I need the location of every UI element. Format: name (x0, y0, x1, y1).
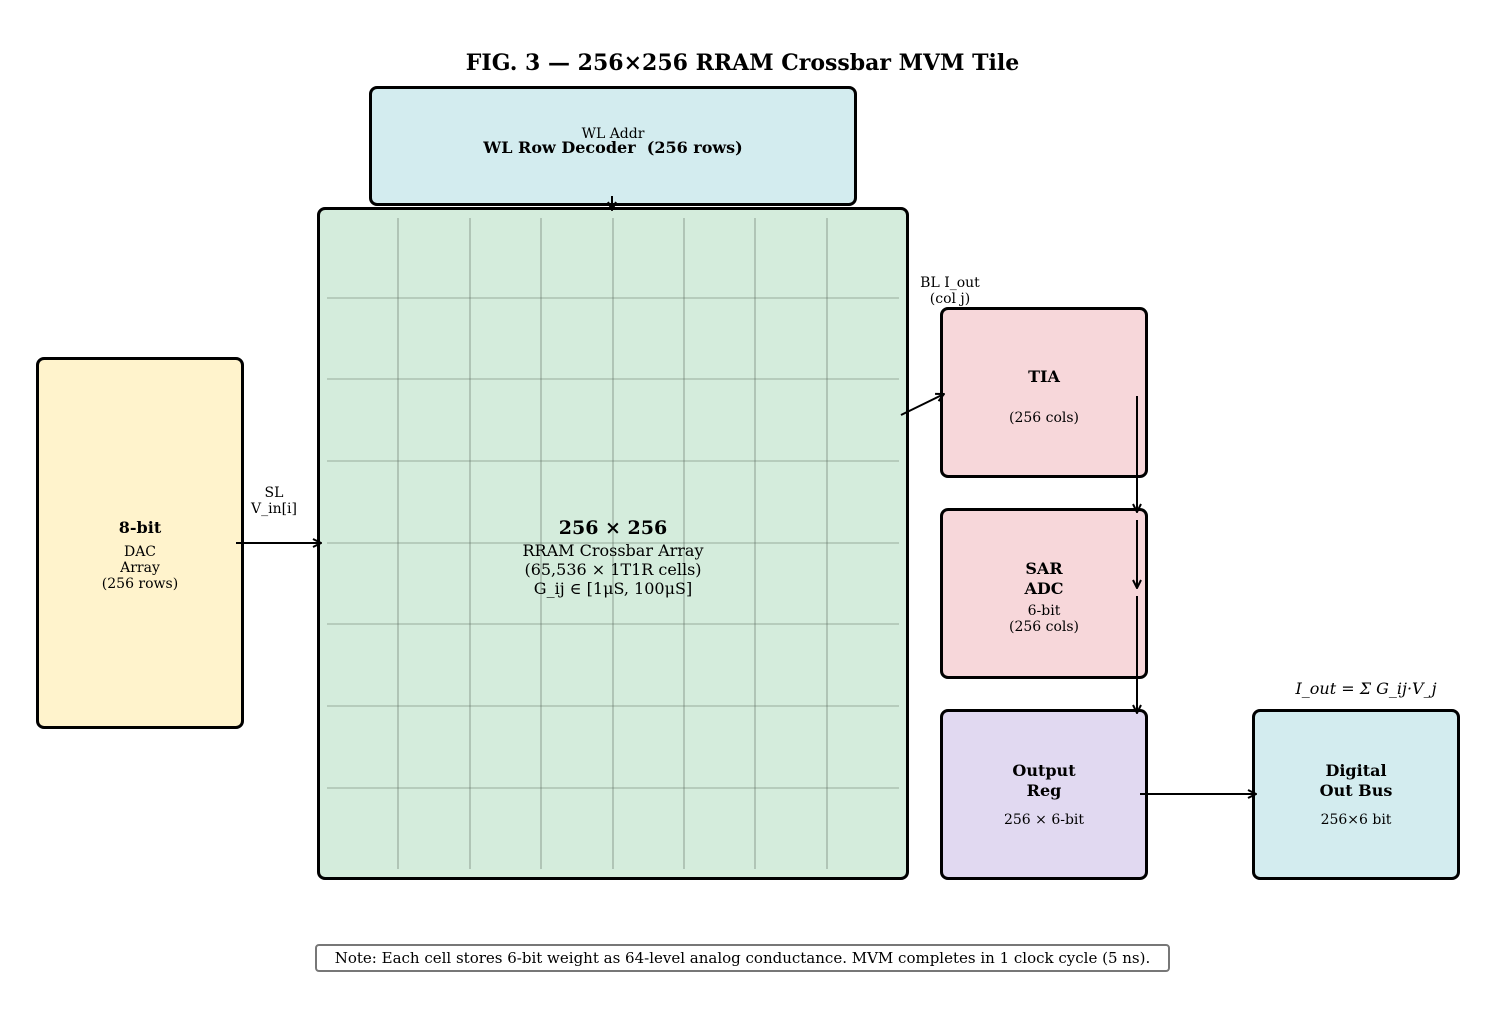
output-reg-label-2: Reg (1026, 781, 1062, 800)
sl-label-line2: V_in[i] (250, 501, 297, 517)
array-name-label: RRAM Crossbar Array (522, 541, 704, 560)
adc-sar-label: SAR (1025, 559, 1063, 578)
dac-bits-label: 8-bit (118, 518, 162, 537)
bus-label-2: Out Bus (1319, 781, 1393, 800)
mvm-equation: I_out = Σ G_ij·V_j (1295, 679, 1437, 698)
output-reg-label-1: Output (1012, 761, 1076, 780)
array-conductance-label: G_ij ∈ [1μS, 100μS] (533, 579, 693, 598)
wl-addr-label: WL Addr (581, 126, 645, 142)
bus-label-1: Digital (1325, 761, 1387, 780)
dac-array-label: Array (120, 560, 160, 576)
wl-row-decoder-label: WL Row Decoder (256 rows) (483, 138, 743, 157)
bl-label-line2: (col j) (929, 291, 971, 307)
sl-label-line1: SL (264, 485, 284, 501)
rram-crossbar-array-block: 256 × 256 RRAM Crossbar Array (65,536 × … (317, 207, 909, 880)
bus-width-label: 256×6 bit (1320, 812, 1392, 828)
dac-label: DAC (123, 544, 157, 560)
bl-label-line1: BL I_out (920, 275, 980, 291)
figure-title: FIG. 3 — 256×256 RRAM Crossbar MVM Tile (465, 50, 1020, 76)
wl-row-decoder-block: WL Addr WL Row Decoder (256 rows) (369, 86, 857, 206)
adc-label: ADC (1024, 579, 1064, 598)
footnote: Note: Each cell stores 6-bit weight as 6… (315, 944, 1170, 972)
tia-block: TIA (256 cols) (940, 307, 1148, 478)
tia-cols-label: (256 cols) (1008, 410, 1080, 426)
output-reg-width-label: 256 × 6-bit (1003, 812, 1085, 828)
adc-bits-label: 6-bit (1027, 603, 1061, 619)
array-cells-label: (65,536 × 1T1R cells) (524, 560, 702, 579)
output-reg-block: Output Reg 256 × 6-bit (940, 709, 1148, 880)
tia-label: TIA (1028, 367, 1060, 386)
sar-adc-block: SAR ADC 6-bit (256 cols) (940, 508, 1148, 679)
digital-out-bus-block: Digital Out Bus 256×6 bit (1252, 709, 1460, 880)
crossbar-grid (327, 218, 899, 869)
dac-rows-label: (256 rows) (101, 576, 179, 592)
bl-label: BL I_out (col j) (905, 275, 995, 307)
arrow-array-to-tia (900, 394, 944, 416)
sl-label: SL V_in[i] (234, 485, 314, 517)
adc-cols-label: (256 cols) (1008, 619, 1080, 635)
array-size-label: 256 × 256 (558, 517, 668, 539)
